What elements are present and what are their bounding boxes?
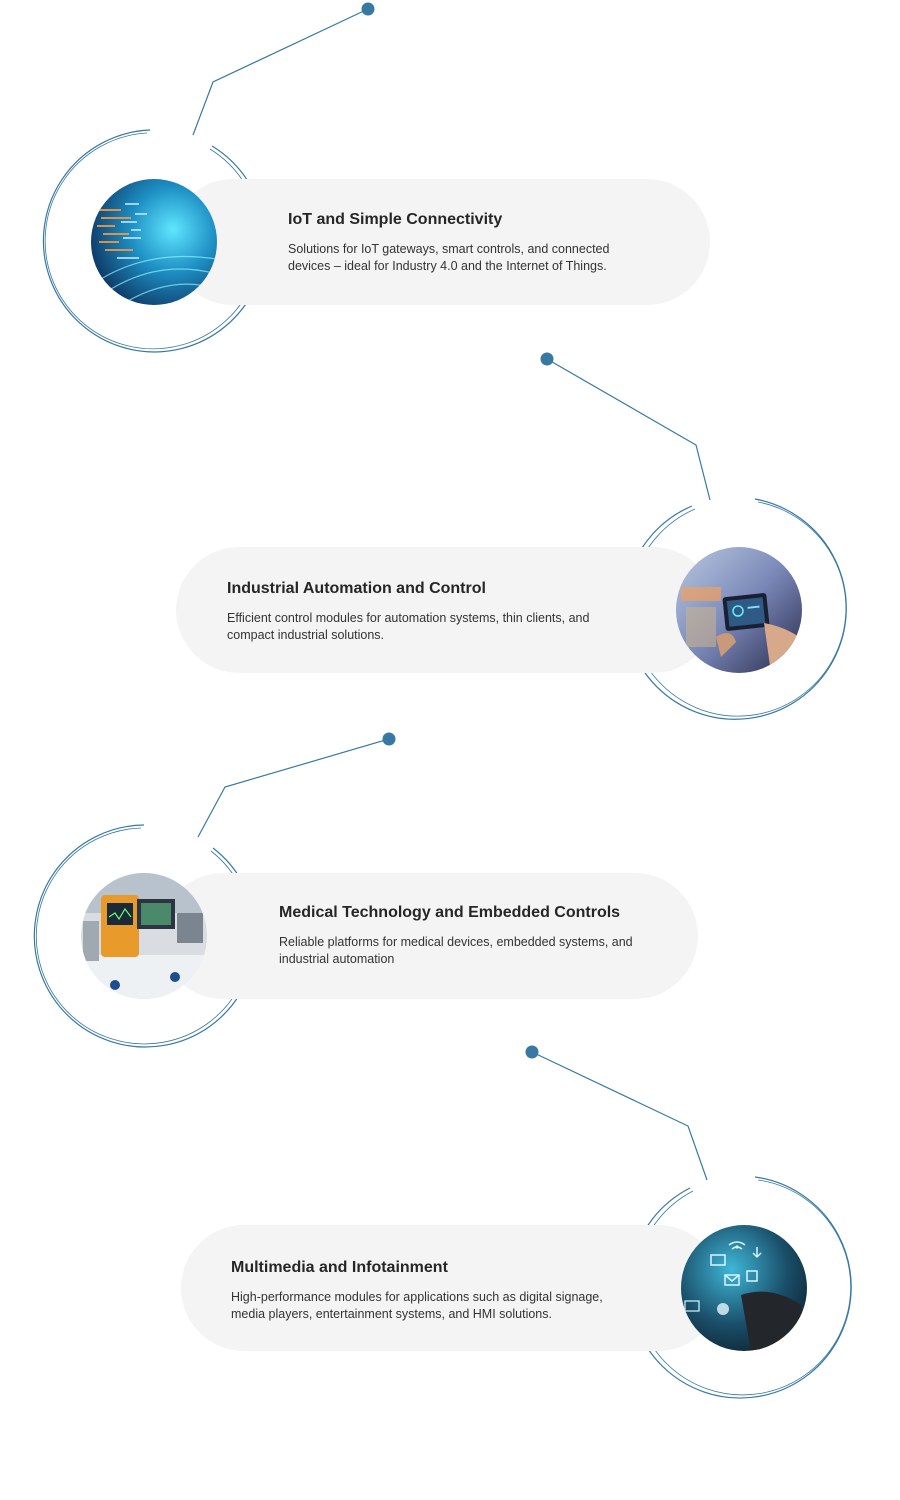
connector-line bbox=[192, 8, 369, 136]
connector-line bbox=[197, 738, 390, 838]
section-description: Reliable platforms for medical devices, … bbox=[279, 935, 633, 966]
section-title: Medical Technology and Embedded Controls bbox=[279, 904, 621, 921]
section-card-multimedia bbox=[181, 1225, 721, 1351]
section-description: Solutions for IoT gateways, smart contro… bbox=[288, 242, 610, 273]
connector-dot bbox=[382, 732, 396, 746]
circuit-code-image bbox=[91, 179, 217, 305]
connector-line bbox=[531, 1051, 708, 1181]
multimedia-icons-image bbox=[681, 1225, 807, 1351]
section-card-iot bbox=[170, 179, 710, 305]
connector-dot bbox=[540, 352, 554, 366]
connector-dot bbox=[525, 1045, 539, 1059]
section-description: High-performance modules for application… bbox=[231, 1290, 603, 1321]
medical-monitors-image bbox=[81, 873, 207, 999]
section-title: Industrial Automation and Control bbox=[227, 580, 486, 597]
section-description: Efficient control modules for automation… bbox=[227, 611, 590, 642]
section-title: IoT and Simple Connectivity bbox=[288, 211, 503, 228]
factory-tablet-image bbox=[676, 547, 802, 673]
section-card-medical bbox=[160, 873, 698, 999]
section-card-industrial bbox=[176, 547, 716, 673]
connector-line bbox=[546, 358, 711, 501]
connector-dot bbox=[361, 2, 375, 16]
section-title: Multimedia and Infotainment bbox=[231, 1259, 448, 1276]
